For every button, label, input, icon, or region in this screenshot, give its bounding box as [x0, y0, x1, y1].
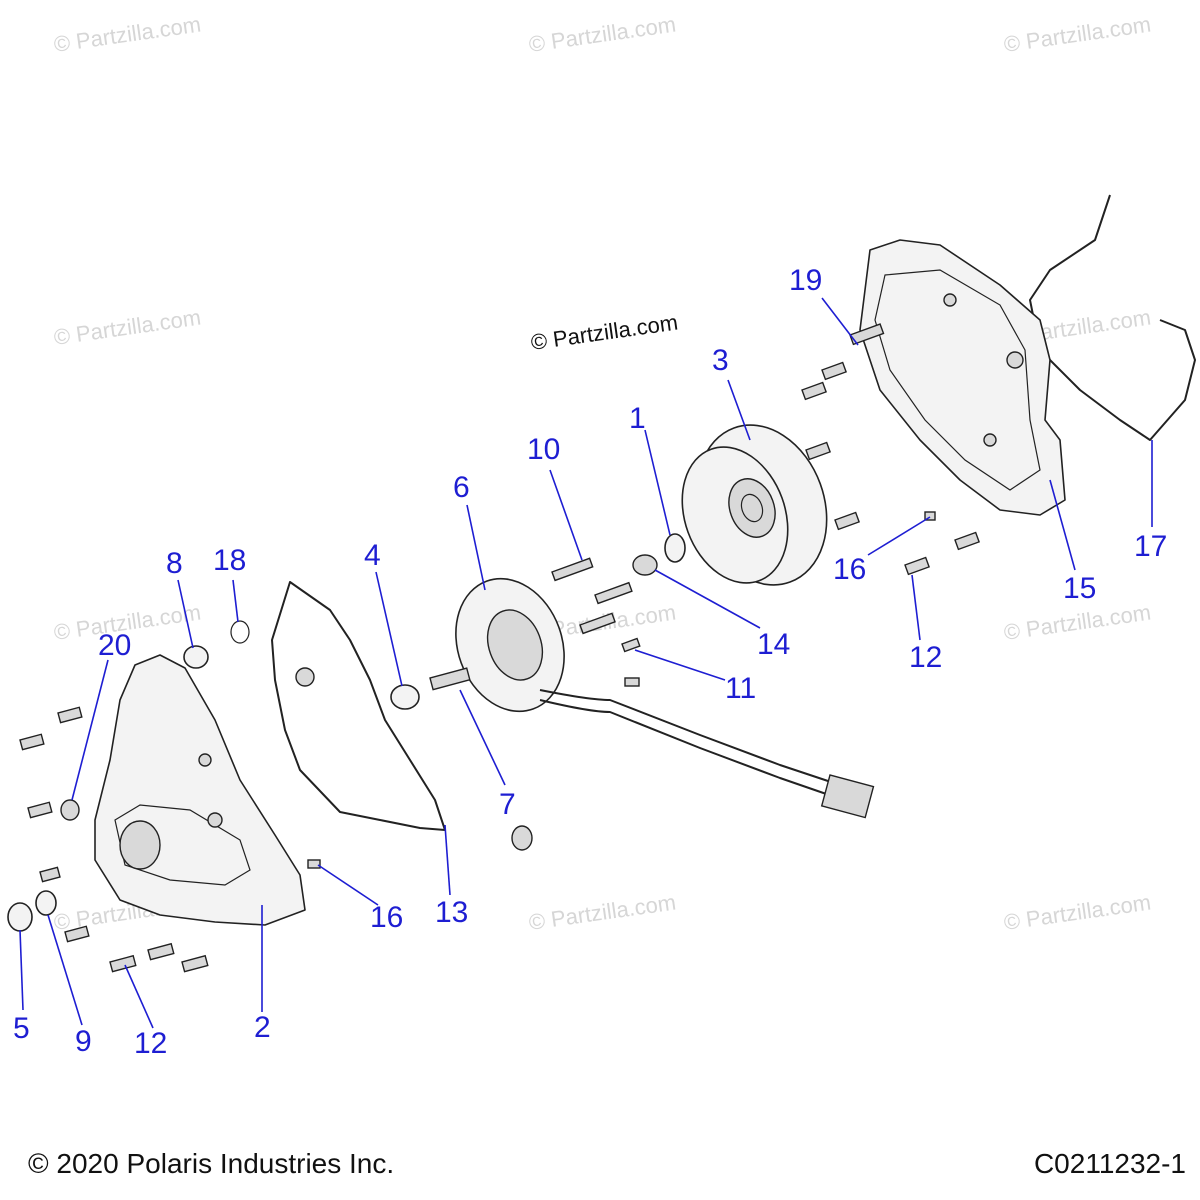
watermark-4: © Partzilla.com	[52, 305, 202, 350]
leader-10	[549, 469, 583, 561]
callout-14: 14	[757, 628, 790, 661]
leader-14	[654, 569, 761, 629]
part-1-washer	[664, 533, 686, 563]
callout-16a: 16	[370, 901, 403, 934]
callout-6: 6	[453, 471, 470, 504]
part-13-gasket	[271, 581, 446, 831]
part-2-cover	[94, 654, 306, 926]
leader-5	[19, 929, 24, 1011]
part-5-seal	[7, 902, 33, 932]
callout-10: 10	[527, 433, 560, 466]
callout-5: 5	[13, 1012, 30, 1045]
watermark-11: © Partzilla.com	[1002, 890, 1152, 935]
callout-2: 2	[254, 1011, 271, 1044]
leader-16b	[867, 516, 931, 556]
callout-17: 17	[1134, 530, 1167, 563]
bolts-left-cover	[19, 706, 321, 973]
callout-3: 3	[712, 344, 729, 377]
part-3-flywheel	[681, 424, 828, 586]
part-20-nut	[60, 799, 80, 821]
leader-lines	[19, 297, 1153, 1029]
watermark-center: © Partzilla.com	[529, 310, 679, 355]
callout-7: 7	[499, 788, 516, 821]
part-14-nut	[632, 554, 658, 576]
leader-20	[71, 659, 109, 801]
callout-1: 1	[629, 402, 646, 435]
watermark-8: © Partzilla.com	[1002, 600, 1152, 645]
bolts-stator	[551, 557, 641, 687]
leader-4	[375, 571, 403, 687]
part-17-gasket	[1029, 194, 1196, 441]
leader-6	[466, 504, 486, 591]
watermark-1: © Partzilla.com	[52, 12, 202, 57]
part-9-washer	[35, 890, 57, 916]
callout-19: 19	[789, 264, 822, 297]
callout-15: 15	[1063, 572, 1096, 605]
leader-15	[1049, 479, 1076, 571]
grommet	[511, 825, 533, 851]
part-8-bearing	[183, 645, 209, 669]
leader-3	[727, 379, 751, 441]
callout-13: 13	[435, 896, 468, 929]
callouts: 1 2 3 4 5 6 7 8 9 10 11 12 12 13 14 15 1…	[13, 264, 1167, 1060]
callout-8: 8	[166, 547, 183, 580]
watermark-2: © Partzilla.com	[527, 12, 677, 57]
leader-13	[444, 824, 451, 896]
callout-20: 20	[98, 629, 131, 662]
callout-12b: 12	[909, 641, 942, 674]
part-19-stud	[849, 323, 885, 346]
leader-11	[634, 649, 726, 681]
callout-16b: 16	[833, 553, 866, 586]
bolts-cover	[801, 361, 980, 576]
part-6-stator	[455, 577, 875, 819]
leader-16a	[317, 864, 379, 906]
part-4-washer	[390, 684, 420, 710]
leader-12b	[911, 574, 921, 641]
callout-18: 18	[213, 544, 246, 577]
part-7-sensor	[429, 667, 471, 691]
leader-1	[644, 429, 671, 536]
leader-18	[232, 579, 239, 623]
leader-9	[47, 914, 83, 1026]
leader-12a	[124, 964, 154, 1029]
callout-11: 11	[725, 672, 756, 705]
copyright-text: © 2020 Polaris Industries Inc.	[28, 1148, 395, 1179]
watermark-3: © Partzilla.com	[1002, 12, 1152, 57]
leader-8	[177, 579, 194, 649]
part-18-snap-ring	[230, 620, 250, 644]
callout-9: 9	[75, 1025, 92, 1058]
diagram-id: C0211232-1	[1033, 1148, 1186, 1179]
leader-7	[459, 689, 506, 786]
callout-4: 4	[364, 539, 381, 572]
gasket-plug	[295, 667, 315, 687]
callout-12a: 12	[134, 1027, 167, 1060]
part-15-cover	[859, 239, 1066, 516]
leader-19	[821, 297, 859, 346]
watermark-10: © Partzilla.com	[527, 890, 677, 935]
